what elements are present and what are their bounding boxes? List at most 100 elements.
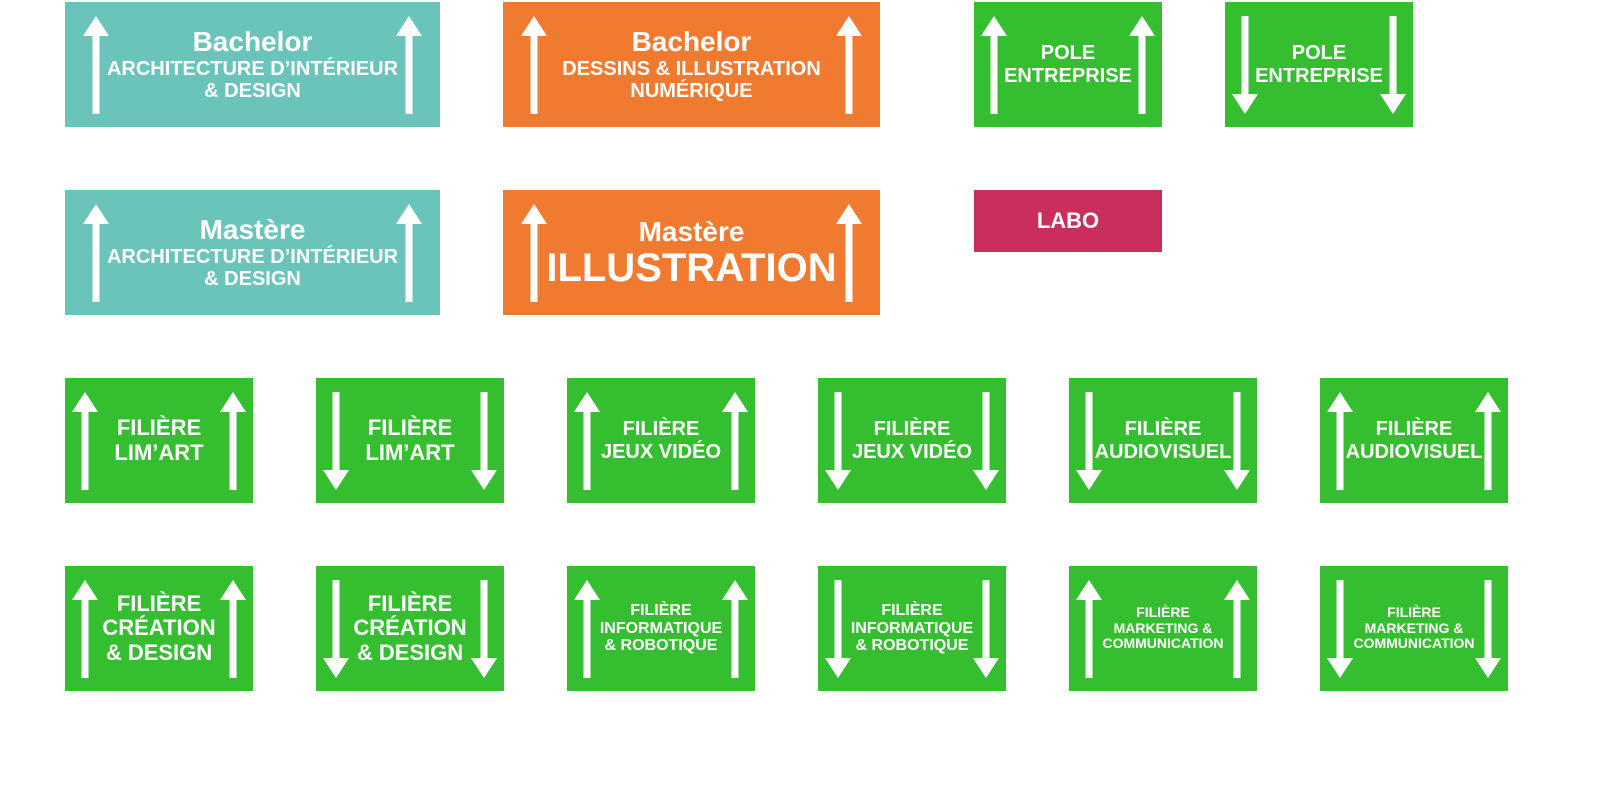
sign-subtitle: ARCHITECTURE D’INTÉRIEUR (106, 245, 399, 268)
sign-title: FILIÈRE (1387, 603, 1441, 620)
sign-subtitle: DESSINS & ILLUSTRATION (562, 57, 821, 80)
sign-subtitle-2: & DESIGN (105, 639, 213, 665)
sign-title: POLE (1040, 42, 1096, 65)
sign-title: FILIÈRE (1124, 418, 1202, 441)
arrow-up-icon (834, 2, 864, 127)
sign-informatique-down[interactable]: FILIÈRE INFORMATIQUE & ROBOTIQUE (818, 566, 1006, 691)
sign-marketing-down[interactable]: FILIÈRE MARKETING & COMMUNICATION (1320, 566, 1508, 691)
sign-title: Mastère (638, 215, 745, 247)
arrow-up-icon (572, 378, 602, 503)
sign-subtitle-2: COMMUNICATION (1102, 635, 1224, 652)
sign-audiovisuel-up[interactable]: FILIÈRE AUDIOVISUEL (1320, 378, 1508, 503)
sign-title: Bachelor (631, 26, 752, 58)
sign-mastere-illustration[interactable]: Mastère ILLUSTRATION (503, 190, 880, 315)
arrow-down-icon (469, 566, 499, 691)
sign-subtitle-2: & DESIGN (204, 268, 301, 291)
arrow-up-icon (81, 2, 111, 127)
sign-title: POLE (1291, 42, 1347, 65)
arrow-up-icon (720, 378, 750, 503)
sign-mastere-architecture[interactable]: Mastère ARCHITECTURE D’INTÉRIEUR & DESIG… (65, 190, 440, 315)
sign-subtitle-2: & DESIGN (204, 80, 301, 103)
sign-subtitle: MARKETING & (1113, 619, 1213, 636)
arrow-down-icon (1325, 566, 1355, 691)
sign-title: FILIÈRE (881, 601, 943, 619)
arrow-down-icon (823, 566, 853, 691)
sign-subtitle-2: NUMÉRIQUE (630, 80, 753, 103)
sign-title: FILIÈRE (1136, 603, 1190, 620)
sign-subtitle-2: & ROBOTIQUE (604, 637, 718, 655)
arrow-up-icon (1222, 566, 1252, 691)
arrow-up-icon (519, 190, 549, 315)
sign-subtitle: INFORMATIQUE (850, 619, 974, 637)
sign-bachelor-dessins[interactable]: Bachelor DESSINS & ILLUSTRATION NUMÉRIQU… (503, 2, 880, 127)
sign-subtitle: CRÉATION (102, 615, 216, 641)
arrow-up-icon (218, 378, 248, 503)
arrow-up-icon (1074, 566, 1104, 691)
arrow-down-icon (1074, 378, 1104, 503)
sign-pole-entreprise-down[interactable]: POLE ENTREPRISE (1225, 2, 1413, 127)
sign-title: FILIÈRE (367, 414, 453, 440)
sign-subtitle-2: & ROBOTIQUE (855, 637, 969, 655)
sign-title: FILIÈRE (1375, 418, 1453, 441)
sign-subtitle: INFORMATIQUE (599, 619, 723, 637)
sign-limart-down[interactable]: FILIÈRE LIM’ART (316, 378, 504, 503)
sign-subtitle: JEUX VIDÉO (851, 440, 973, 463)
sign-title: FILIÈRE (873, 418, 951, 441)
arrow-up-icon (1473, 378, 1503, 503)
arrow-up-icon (394, 2, 424, 127)
arrow-down-icon (1378, 2, 1408, 127)
arrow-up-icon (979, 2, 1009, 127)
arrow-up-icon (1127, 2, 1157, 127)
sign-jeux-video-down[interactable]: FILIÈRE JEUX VIDÉO (818, 378, 1006, 503)
sign-subtitle-2: & DESIGN (356, 639, 464, 665)
sign-subtitle: ENTREPRISE (1255, 64, 1383, 87)
arrow-up-icon (81, 190, 111, 315)
sign-subtitle: ILLUSTRATION (546, 246, 837, 291)
arrow-down-icon (321, 378, 351, 503)
sign-jeux-video-up[interactable]: FILIÈRE JEUX VIDÉO (567, 378, 755, 503)
arrow-down-icon (971, 378, 1001, 503)
arrow-down-icon (321, 566, 351, 691)
sign-subtitle: AUDIOVISUEL (1094, 440, 1232, 463)
sign-title: FILIÈRE (367, 590, 453, 616)
arrow-up-icon (572, 566, 602, 691)
sign-title: FILIÈRE (116, 590, 202, 616)
sign-marketing-up[interactable]: FILIÈRE MARKETING & COMMUNICATION (1069, 566, 1257, 691)
sign-subtitle: JEUX VIDÉO (600, 440, 722, 463)
arrow-down-icon (1230, 2, 1260, 127)
sign-creation-design-up[interactable]: FILIÈRE CRÉATION & DESIGN (65, 566, 253, 691)
sign-title: Bachelor (192, 26, 313, 58)
arrow-up-icon (519, 2, 549, 127)
sign-informatique-up[interactable]: FILIÈRE INFORMATIQUE & ROBOTIQUE (567, 566, 755, 691)
sign-title: Mastère (199, 214, 306, 246)
sign-title: LABO (1036, 207, 1100, 233)
sign-bachelor-architecture[interactable]: Bachelor ARCHITECTURE D’INTÉRIEUR & DESI… (65, 2, 440, 127)
arrow-up-icon (834, 190, 864, 315)
sign-subtitle-2: COMMUNICATION (1353, 635, 1475, 652)
sign-subtitle: LIM’ART (365, 439, 455, 465)
arrow-up-icon (394, 190, 424, 315)
sign-subtitle: ENTREPRISE (1004, 64, 1132, 87)
sign-labo[interactable]: LABO (974, 190, 1162, 252)
arrow-down-icon (469, 378, 499, 503)
arrow-up-icon (720, 566, 750, 691)
sign-limart-up[interactable]: FILIÈRE LIM’ART (65, 378, 253, 503)
sign-subtitle: LIM’ART (114, 439, 204, 465)
sign-subtitle: CRÉATION (353, 615, 467, 641)
arrow-up-icon (70, 566, 100, 691)
sign-pole-entreprise-up[interactable]: POLE ENTREPRISE (974, 2, 1162, 127)
arrow-down-icon (1222, 378, 1252, 503)
sign-title: FILIÈRE (630, 601, 692, 619)
sign-creation-design-down[interactable]: FILIÈRE CRÉATION & DESIGN (316, 566, 504, 691)
sign-subtitle: MARKETING & (1364, 619, 1464, 636)
arrow-down-icon (971, 566, 1001, 691)
arrow-up-icon (1325, 378, 1355, 503)
sign-subtitle: ARCHITECTURE D’INTÉRIEUR (106, 57, 399, 80)
sign-audiovisuel-down[interactable]: FILIÈRE AUDIOVISUEL (1069, 378, 1257, 503)
arrow-up-icon (70, 378, 100, 503)
arrow-down-icon (1473, 566, 1503, 691)
arrow-down-icon (823, 378, 853, 503)
sign-title: FILIÈRE (622, 418, 700, 441)
sign-title: FILIÈRE (116, 414, 202, 440)
sign-subtitle: AUDIOVISUEL (1345, 440, 1483, 463)
